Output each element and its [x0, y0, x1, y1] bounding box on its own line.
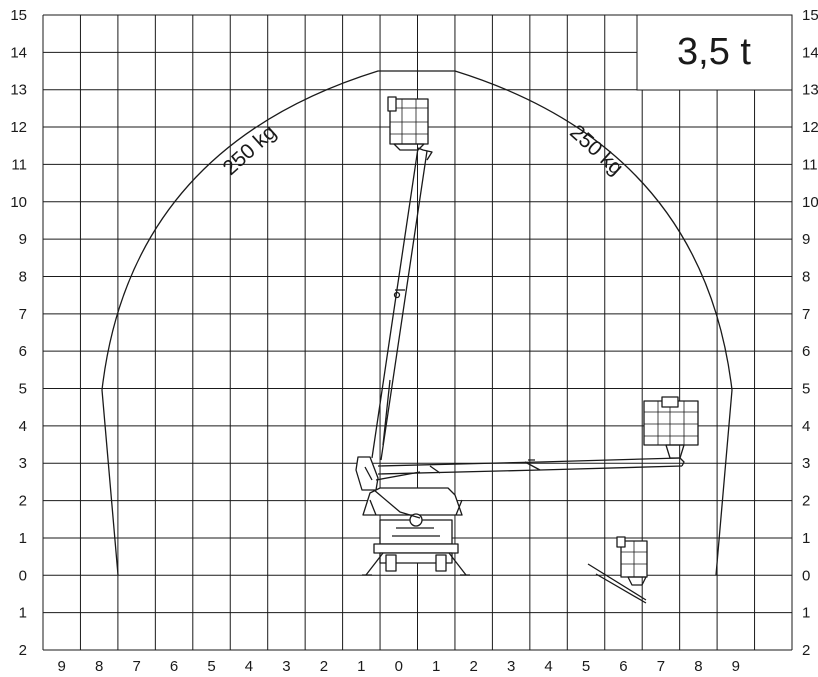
capacity-box	[636, 14, 793, 91]
height-tick-right: 13	[802, 82, 818, 99]
height-tick-right: 3	[802, 455, 810, 472]
machine-chassis	[362, 487, 470, 576]
boom-vertical	[355, 147, 433, 519]
reach-tick: 1	[432, 658, 440, 675]
reach-tick: 9	[58, 658, 66, 675]
height-tick-left: 1	[19, 605, 27, 622]
height-tick-right: 11	[802, 156, 818, 173]
height-tick-left: 13	[10, 82, 27, 99]
reach-tick: 2	[320, 658, 328, 675]
height-tick-left: 14	[10, 44, 27, 61]
height-tick-right: 8	[802, 268, 810, 285]
reach-tick: 8	[694, 658, 702, 675]
height-tick-right: 6	[802, 343, 810, 360]
height-tick-right: 4	[802, 418, 810, 435]
load-label-left: 250 kg	[219, 121, 281, 180]
reach-tick: 9	[732, 658, 740, 675]
height-tick-left: 1	[19, 530, 27, 547]
reach-tick: 4	[544, 658, 552, 675]
reach-tick: 4	[245, 658, 253, 675]
height-tick-right: 2	[802, 493, 810, 510]
reach-tick: 3	[282, 658, 290, 675]
reach-tick: 5	[582, 658, 590, 675]
height-tick-right: 10	[802, 194, 818, 211]
height-tick-left: 15	[10, 7, 27, 24]
height-tick-right: 0	[802, 567, 810, 584]
reach-axis: 9 8 7 6 5 4 3 2 1 0 1 2 3 4 5 6 7 8 9	[58, 658, 740, 675]
height-tick-left: 5	[19, 381, 27, 398]
height-tick-left: 10	[10, 194, 27, 211]
reach-tick: 7	[132, 658, 140, 675]
height-tick-right: 5	[802, 381, 810, 398]
basket-side	[643, 396, 699, 459]
load-label-right: 250 kg	[565, 121, 627, 180]
height-tick-left: 8	[19, 268, 27, 285]
reach-tick: 5	[207, 658, 215, 675]
height-tick-left: 3	[19, 455, 27, 472]
basket-top	[387, 96, 429, 151]
height-tick-right: 12	[802, 119, 818, 136]
reach-tick: 2	[470, 658, 478, 675]
height-tick-left: 0	[19, 567, 27, 584]
reach-tick: 3	[507, 658, 515, 675]
reach-tick: 6	[170, 658, 178, 675]
height-tick-left: 11	[11, 156, 27, 173]
height-tick-left: 2	[19, 493, 27, 510]
height-tick-left: 12	[10, 119, 27, 136]
height-tick-right: 14	[802, 44, 818, 61]
boom-horizontal	[375, 457, 685, 481]
height-tick-right: 7	[802, 306, 810, 323]
height-tick-left: 6	[19, 343, 27, 360]
basket-below	[587, 536, 648, 604]
reach-tick: 6	[619, 658, 627, 675]
reach-tick: 8	[95, 658, 103, 675]
height-tick-left: 4	[19, 418, 27, 435]
height-tick-right: 1	[802, 530, 810, 547]
reach-tick: 7	[657, 658, 665, 675]
capacity-label: 3,5 t	[677, 31, 751, 73]
height-tick-right: 9	[802, 231, 810, 248]
reach-tick: 1	[357, 658, 365, 675]
height-tick-right: 1	[802, 605, 810, 622]
working-envelope	[101, 70, 733, 576]
reach-tick: 0	[395, 658, 403, 675]
height-tick-right: 15	[802, 7, 818, 24]
height-tick-left: 2	[19, 642, 27, 659]
height-tick-left: 9	[19, 231, 27, 248]
height-tick-right: 2	[802, 642, 810, 659]
height-tick-left: 7	[19, 306, 27, 323]
